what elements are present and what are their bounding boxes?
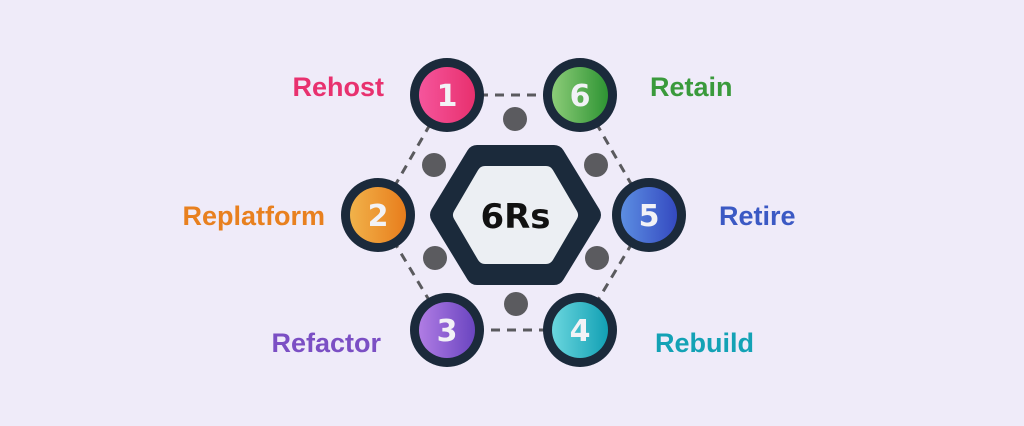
step-node-refactor: 3 xyxy=(410,293,484,367)
step-label-rebuild: Rebuild xyxy=(655,328,754,358)
dot xyxy=(422,153,446,177)
step-number: 6 xyxy=(570,79,591,114)
node-fill xyxy=(621,187,677,243)
step-label-rehost: Rehost xyxy=(292,72,384,102)
center-hexagon: 6Rs xyxy=(430,145,601,285)
node-fill xyxy=(552,302,608,358)
center-label: 6Rs xyxy=(480,197,550,237)
step-label-refactor: Refactor xyxy=(271,328,381,358)
node-fill xyxy=(419,302,475,358)
node-fill xyxy=(419,67,475,123)
step-node-rehost: 1 xyxy=(410,58,484,132)
step-number: 3 xyxy=(437,314,458,349)
dot xyxy=(585,246,609,270)
step-label-retain: Retain xyxy=(650,72,733,102)
step-number: 1 xyxy=(437,79,458,114)
node-fill xyxy=(552,67,608,123)
dot xyxy=(584,153,608,177)
node-fill xyxy=(350,187,406,243)
step-label-replatform: Replatform xyxy=(182,201,325,231)
step-number: 2 xyxy=(368,199,389,234)
step-node-rebuild: 4 xyxy=(543,293,617,367)
inner-dots xyxy=(422,107,609,316)
step-node-retain: 6 xyxy=(543,58,617,132)
step-number: 5 xyxy=(639,199,660,234)
hexagon-inner xyxy=(453,166,578,264)
step-node-retire: 5 xyxy=(612,178,686,252)
dot xyxy=(503,107,527,131)
dot xyxy=(504,292,528,316)
step-node-replatform: 2 xyxy=(341,178,415,252)
dot xyxy=(423,246,447,270)
step-label-retire: Retire xyxy=(719,201,796,231)
step-number: 4 xyxy=(570,314,591,349)
